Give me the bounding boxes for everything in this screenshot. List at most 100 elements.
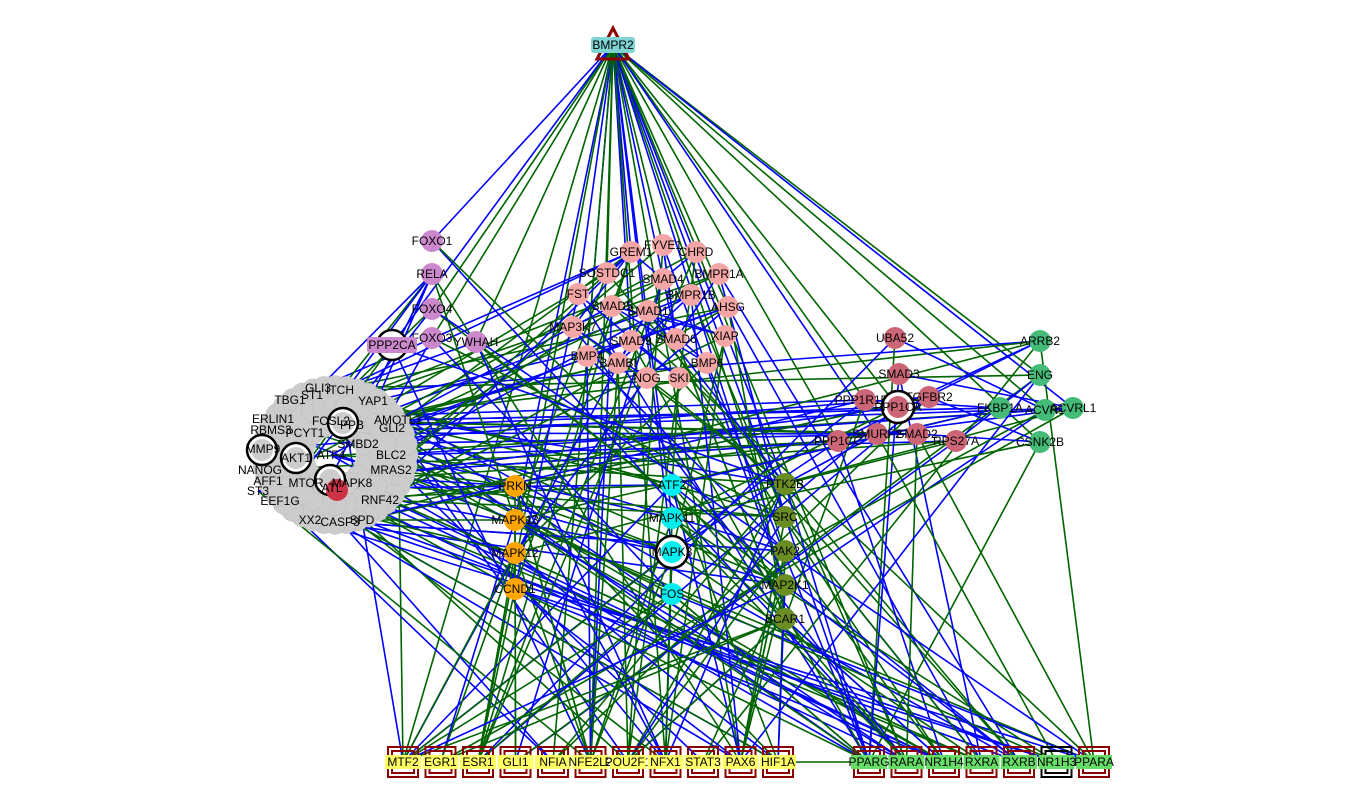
foxo-node-foxo1[interactable]: [421, 230, 443, 252]
orange-node-prkn[interactable]: [504, 475, 526, 497]
smad-node-fyve1[interactable]: [652, 234, 674, 256]
node-label-atl: ATL: [321, 481, 342, 495]
smad-node-bmpr1a[interactable]: [708, 263, 730, 285]
receptor-tf-edge: [402, 44, 614, 763]
core-node-smad3[interactable]: [888, 363, 910, 385]
foxo-node-ywhah[interactable]: [465, 331, 487, 353]
receptor-node-arrb2[interactable]: [1029, 330, 1051, 352]
smad-node-smad1[interactable]: [637, 300, 659, 322]
node-label-rbms3: RBMS3: [250, 423, 292, 437]
node-label-mtor: MTOR: [288, 476, 323, 490]
olive-node-src[interactable]: [774, 506, 796, 528]
grey-edge: [339, 389, 404, 763]
node-label-mmp9: MMP9: [246, 442, 281, 456]
foxo-node-foxo4[interactable]: [421, 298, 443, 320]
smad-node-nog[interactable]: [636, 367, 658, 389]
middle-edge: [514, 519, 870, 763]
olive-node-ptk2b[interactable]: [774, 473, 796, 495]
node-label-ski: SKI: [669, 371, 688, 385]
mapk-node-mapk11[interactable]: [661, 507, 683, 529]
foxo-node-rela[interactable]: [421, 263, 443, 285]
middle-edge: [702, 584, 786, 763]
grey-edge: [391, 251, 632, 429]
middle-edge: [439, 519, 516, 763]
receptor-node-csnk2b[interactable]: [1029, 431, 1051, 453]
upper-edge: [837, 440, 945, 763]
grey-edge: [361, 399, 866, 521]
smad-node-ski[interactable]: [668, 367, 690, 389]
tf-label-box-pax6: [722, 755, 759, 769]
node-label-acvr1: ACVR1: [1025, 403, 1065, 417]
mapk-node-atf2[interactable]: [661, 474, 683, 496]
core-node-rps27a[interactable]: [945, 430, 967, 452]
olive-node-map2k1[interactable]: [774, 574, 796, 596]
smad-node-sostdc1[interactable]: [596, 262, 618, 284]
smad-node-map3k7[interactable]: [562, 316, 584, 338]
tf-label-box-egr1: [422, 755, 459, 769]
middle-edge: [784, 483, 870, 763]
core-node-ppp1cc[interactable]: [827, 430, 849, 452]
smad-node-bambi[interactable]: [607, 352, 629, 374]
tf-label-box-mtf2: [385, 755, 421, 769]
middle-edge: [664, 483, 786, 763]
node-label-nog: NOG: [633, 371, 660, 385]
orange-node-mapk12[interactable]: [504, 542, 526, 564]
orange-node-mapk13[interactable]: [504, 509, 526, 531]
olive-node-bcar1[interactable]: [774, 608, 796, 630]
smad-node-smad6[interactable]: [665, 328, 687, 350]
smad-edge: [572, 251, 632, 328]
upper-edge: [905, 433, 918, 763]
foxo-node-foxo3[interactable]: [421, 327, 443, 349]
grey-edge: [339, 251, 632, 391]
smad-node-smad5[interactable]: [601, 295, 623, 317]
orange-node-ccnd1[interactable]: [504, 578, 526, 600]
core-node-smad2[interactable]: [906, 423, 928, 445]
node-label-smad6: SMAD6: [655, 332, 697, 346]
node-label-itch: ITCH: [326, 383, 354, 397]
upper-edge: [671, 377, 680, 486]
smad-node-ahsg[interactable]: [717, 296, 739, 318]
middle-edge: [402, 551, 673, 763]
smad-node-bmp6[interactable]: [696, 352, 718, 374]
node-label-erlin1: ERLIN1: [252, 412, 294, 426]
grey-red-node[interactable]: [326, 479, 348, 501]
receptor-node-acvr1[interactable]: [1034, 399, 1056, 421]
core-node-smurf2[interactable]: [866, 423, 888, 445]
upper-edge: [727, 306, 983, 763]
smad-node-smad4[interactable]: [652, 268, 674, 290]
smad-node-chrd[interactable]: [685, 241, 707, 263]
smad-node-xiap[interactable]: [714, 325, 736, 347]
tf-label-box-gli1: [497, 755, 534, 769]
smad-edge: [572, 326, 648, 379]
mapk-node-fos[interactable]: [661, 583, 683, 605]
receptor-node-eng[interactable]: [1029, 364, 1051, 386]
smad-node-bmpr1b[interactable]: [680, 284, 702, 306]
edge-layer: [257, 44, 1095, 763]
upper-edge: [664, 335, 726, 763]
grey-hub-node[interactable]: [251, 439, 273, 461]
node-label-bmp4: BMP4: [571, 349, 604, 363]
core-node-ppp1ca[interactable]: [887, 396, 909, 418]
core-node-ppp1r15a[interactable]: [854, 389, 876, 411]
node-label-mtf2: MTF2: [387, 755, 419, 769]
core-node-uba52[interactable]: [884, 327, 906, 349]
smad-node-fst[interactable]: [567, 283, 589, 305]
core-node-tgfbr2[interactable]: [918, 386, 940, 408]
grey-edge: [257, 490, 1057, 763]
smad-node-bmp4[interactable]: [576, 345, 598, 367]
mapk-node-mapk3[interactable]: [661, 541, 683, 563]
receptor-node-acvrl1[interactable]: [1062, 397, 1084, 419]
smad-node-grem1[interactable]: [620, 241, 642, 263]
node-label-rxrb: RXRB: [1002, 755, 1035, 769]
upper-edge: [572, 326, 908, 763]
receptor-node-fkbp1a[interactable]: [989, 397, 1011, 419]
grey-node[interactable]: [353, 432, 376, 455]
grey-hub-node[interactable]: [285, 447, 307, 469]
smad-node-smad9[interactable]: [620, 330, 642, 352]
grey-hub-node[interactable]: [332, 412, 354, 434]
olive-node-pak2[interactable]: [774, 540, 796, 562]
foxo-node-ppp2ca[interactable]: [367, 337, 417, 353]
node-label-smad4: SMAD4: [642, 272, 684, 286]
node-label-bmpr1b: BMPR1B: [666, 288, 715, 302]
grey-edge: [311, 306, 729, 396]
